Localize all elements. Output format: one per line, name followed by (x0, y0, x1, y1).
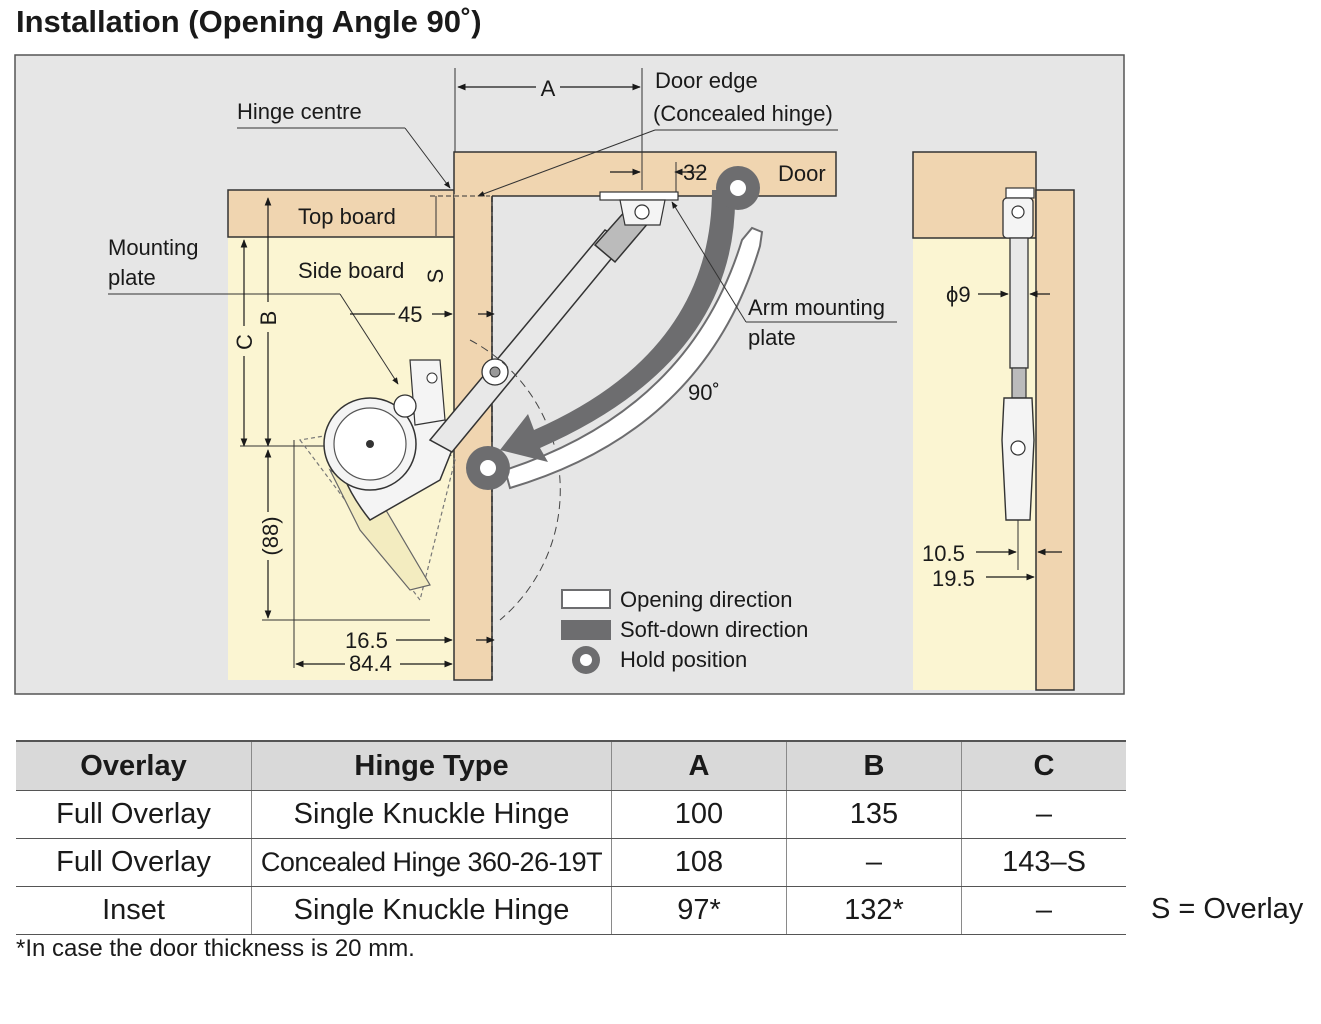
footnote: *In case the door thickness is 20 mm. (16, 935, 415, 962)
cell-hinge-type: Single Knuckle Hinge (251, 886, 612, 935)
cell-c: 143–S (961, 838, 1126, 887)
dimension-c-label: C (232, 334, 257, 350)
arm-mounting-plate-label-1: Arm mounting (748, 295, 885, 320)
table-row: Full Overlay Single Knuckle Hinge 100 13… (16, 790, 1126, 839)
installation-diagram: A Door edge (Concealed hinge) Hinge cent… (14, 54, 1125, 695)
dimension-19-5-label: 19.5 (932, 566, 975, 591)
door-edge-label: Door edge (655, 68, 758, 93)
opening-direction-arrow (503, 226, 764, 490)
header-overlay: Overlay (16, 740, 252, 791)
cell-hinge-type: Concealed Hinge 360-26-19T (251, 838, 612, 887)
table-row: Inset Single Knuckle Hinge 97* 132* – (16, 886, 1126, 935)
legend-soft-down-label: Soft-down direction (620, 617, 808, 642)
top-board-label: Top board (298, 204, 396, 229)
side-view-board (1035, 189, 1075, 691)
header-a: A (611, 740, 787, 791)
mounting-plate-label-2: plate (108, 265, 156, 290)
door-label: Door (778, 161, 826, 186)
lid-stay-mechanism (298, 191, 679, 602)
cell-c: – (961, 790, 1126, 839)
side-board-label: Side board (298, 258, 404, 283)
cell-c: – (961, 886, 1126, 935)
arm-mounting-plate-label-2: plate (748, 325, 796, 350)
cell-overlay: Full Overlay (16, 838, 252, 887)
cell-b: 132* (786, 886, 962, 935)
cell-hinge-type: Single Knuckle Hinge (251, 790, 612, 839)
table-header-row: Overlay Hinge Type A B C (16, 740, 1126, 791)
cell-b: 135 (786, 790, 962, 839)
cell-overlay: Inset (16, 886, 252, 935)
side-view-mechanism (1001, 187, 1035, 570)
dimension-88-label: (88) (258, 516, 283, 555)
dimension-s-label: S (423, 269, 448, 284)
header-hinge-type: Hinge Type (251, 740, 612, 791)
table-row: Full Overlay Concealed Hinge 360-26-19T … (16, 838, 1126, 887)
cell-b: – (786, 838, 962, 887)
dimension-10-5-label: 10.5 (922, 541, 965, 566)
page-title: Installation (Opening Angle 90˚) (16, 4, 482, 39)
hinge-centre-label: Hinge centre (237, 99, 362, 124)
legend-hold-label: Hold position (620, 647, 747, 672)
concealed-hinge-label: (Concealed hinge) (653, 101, 833, 126)
header-b: B (786, 740, 962, 791)
legend-opening-swatch (561, 589, 611, 609)
cell-a: 108 (611, 838, 787, 887)
dimension-b-label: B (256, 311, 281, 326)
dimension-32-label: 32 (683, 160, 707, 185)
legend-opening-label: Opening direction (620, 587, 792, 612)
angle-label: 90˚ (688, 380, 720, 405)
dimension-phi9-label: ϕ9 (946, 282, 971, 307)
mounting-plate-label-1: Mounting (108, 235, 199, 260)
cell-a: 100 (611, 790, 787, 839)
legend: Opening direction Soft-down direction Ho… (561, 587, 808, 674)
dimension-84-4-label: 84.4 (349, 651, 392, 676)
s-overlay-note: S = Overlay (1151, 893, 1304, 925)
soft-down-arrow (500, 190, 736, 462)
dimension-45-label: 45 (398, 302, 422, 327)
dimension-a-label: A (541, 76, 556, 101)
cell-overlay: Full Overlay (16, 790, 252, 839)
header-c: C (961, 740, 1126, 791)
spec-table: Overlay Hinge Type A B C Full Overlay Si… (16, 740, 1126, 935)
cell-a: 97* (611, 886, 787, 935)
dimension-16-5-label: 16.5 (345, 628, 388, 653)
legend-soft-down-swatch (561, 620, 611, 640)
